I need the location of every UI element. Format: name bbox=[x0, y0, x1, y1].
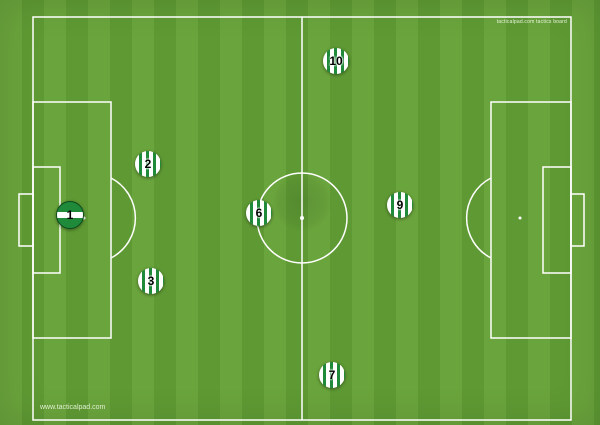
right-goal-box bbox=[542, 166, 572, 274]
player-token-2[interactable]: 2 bbox=[135, 151, 161, 177]
site-watermark: www.tacticalpad.com bbox=[40, 404, 106, 411]
player-number: 1 bbox=[66, 208, 74, 222]
left-goal bbox=[18, 193, 34, 247]
header-text: tacticalpad.com tactics board bbox=[496, 19, 567, 25]
player-token-9[interactable]: 9 bbox=[387, 192, 413, 218]
player-number: 9 bbox=[396, 198, 404, 212]
right-penalty-arc bbox=[465, 177, 492, 259]
player-number: 6 bbox=[255, 206, 263, 220]
right-penalty-box bbox=[490, 101, 572, 339]
right-goal bbox=[570, 193, 585, 247]
player-token-10[interactable]: 10 bbox=[323, 48, 349, 74]
player-number: 2 bbox=[144, 157, 152, 171]
right-penalty-spot bbox=[518, 216, 522, 220]
center-spot bbox=[300, 216, 304, 220]
player-token-1[interactable]: 1 bbox=[56, 201, 84, 229]
player-number: 3 bbox=[147, 274, 155, 288]
player-token-3[interactable]: 3 bbox=[138, 268, 164, 294]
player-number: 7 bbox=[328, 368, 336, 382]
player-number: 10 bbox=[329, 54, 343, 68]
player-token-6[interactable]: 6 bbox=[246, 200, 272, 226]
player-token-7[interactable]: 7 bbox=[319, 362, 345, 388]
left-penalty-arc bbox=[110, 177, 137, 259]
